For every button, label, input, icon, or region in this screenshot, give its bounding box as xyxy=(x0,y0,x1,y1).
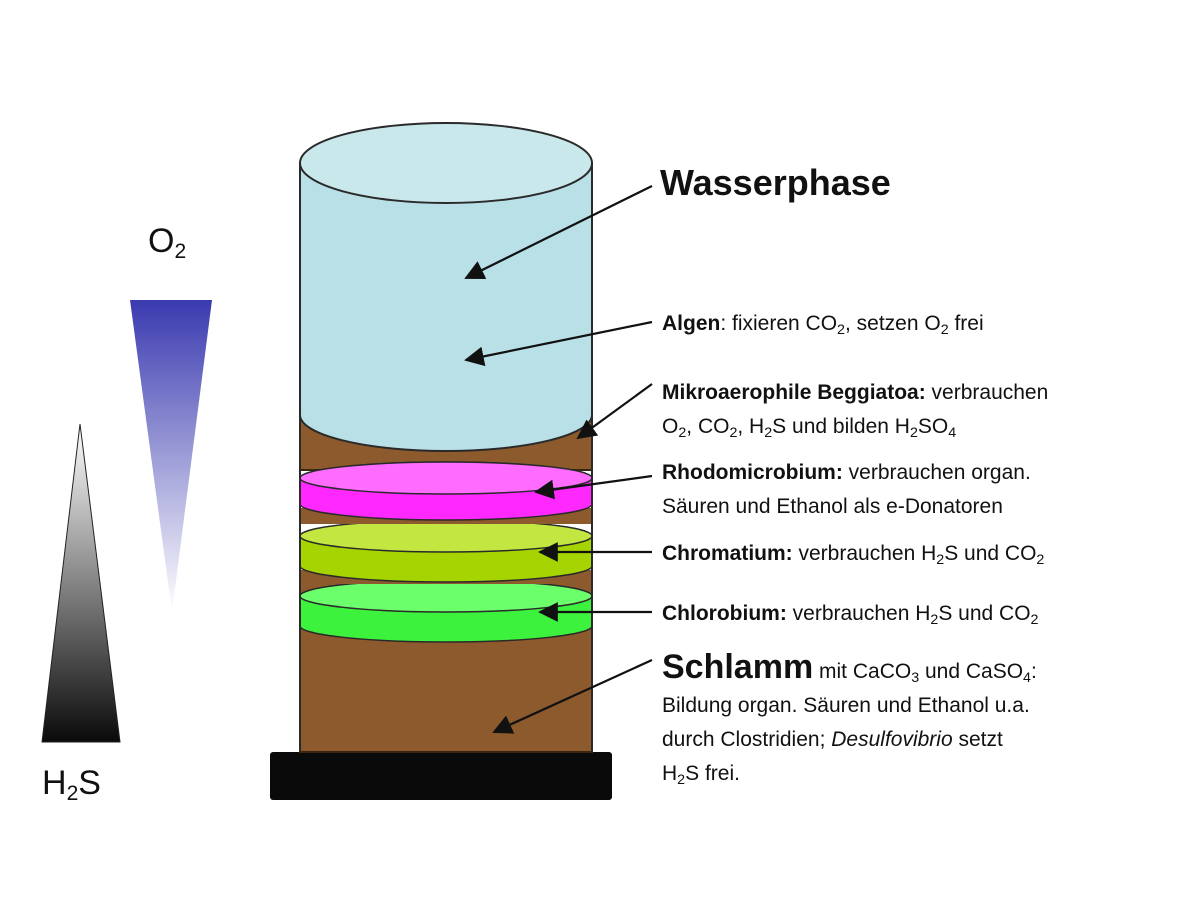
arrow-algen xyxy=(464,320,653,367)
column-base xyxy=(270,752,612,800)
arrow-rhodomicrobium xyxy=(534,474,653,500)
chlorobium-label: Chlorobium: verbrauchen H2S und CO2 xyxy=(662,602,1039,628)
algen-label: Algen: fixieren CO2, setzen O2 frei xyxy=(662,312,984,338)
arrow-wasserphase xyxy=(464,185,653,279)
rhodomicrobium-layer xyxy=(299,461,593,521)
h2s-gradient-wedge xyxy=(41,423,121,743)
rhodomicrobium-label: Rhodomicrobium: verbrauchen organ. Säure… xyxy=(662,461,1031,518)
wasserphase-label: Wasserphase xyxy=(660,162,891,203)
o2-label: O2 xyxy=(148,222,187,263)
chromatium-layer xyxy=(299,519,593,583)
label-arrows xyxy=(464,185,653,734)
schlamm-title: Schlamm xyxy=(662,648,814,686)
beggiatoa-label: Mikroaerophile Beggiatoa: verbrauchen O2… xyxy=(662,381,1049,441)
h2s-label: H2S xyxy=(42,764,101,805)
arrow-schlamm xyxy=(492,658,653,734)
water-phase xyxy=(299,162,593,452)
chromatium-label: Chromatium: verbrauchen H2S und CO2 xyxy=(662,542,1045,568)
schlamm-label: Schlamm mit CaCO3 und CaSO4: Bildung org… xyxy=(662,648,1037,788)
o2-gradient-wedge xyxy=(130,300,212,612)
water-top-surface xyxy=(299,122,593,204)
arrow-beggiatoa xyxy=(576,383,653,440)
